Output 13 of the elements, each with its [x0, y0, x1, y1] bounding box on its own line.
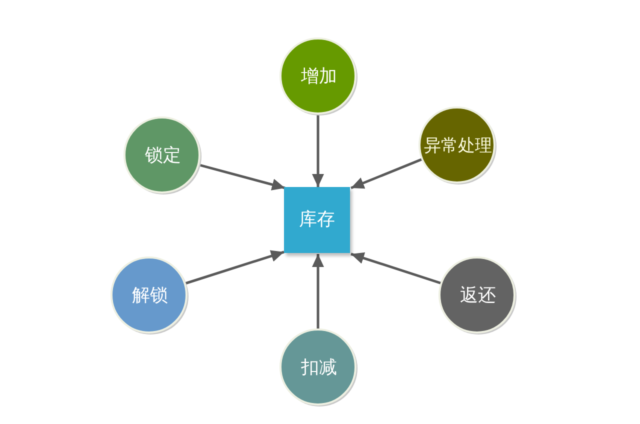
- topic-circle: 增加: [279, 37, 359, 117]
- arrow: [312, 254, 324, 329]
- topic-circle: 返还: [438, 256, 518, 336]
- arrow: [350, 252, 442, 284]
- topic-circle: 扣减: [279, 328, 359, 408]
- center-box: 库存: [284, 187, 350, 253]
- topic-circle: 解锁: [110, 256, 190, 336]
- arrow: [198, 164, 286, 190]
- arrow: [350, 158, 422, 190]
- arrow: [312, 114, 324, 187]
- arrow: [184, 250, 284, 285]
- topic-circle: 异常处理: [418, 106, 498, 186]
- topic-circle: 锁定: [123, 116, 203, 196]
